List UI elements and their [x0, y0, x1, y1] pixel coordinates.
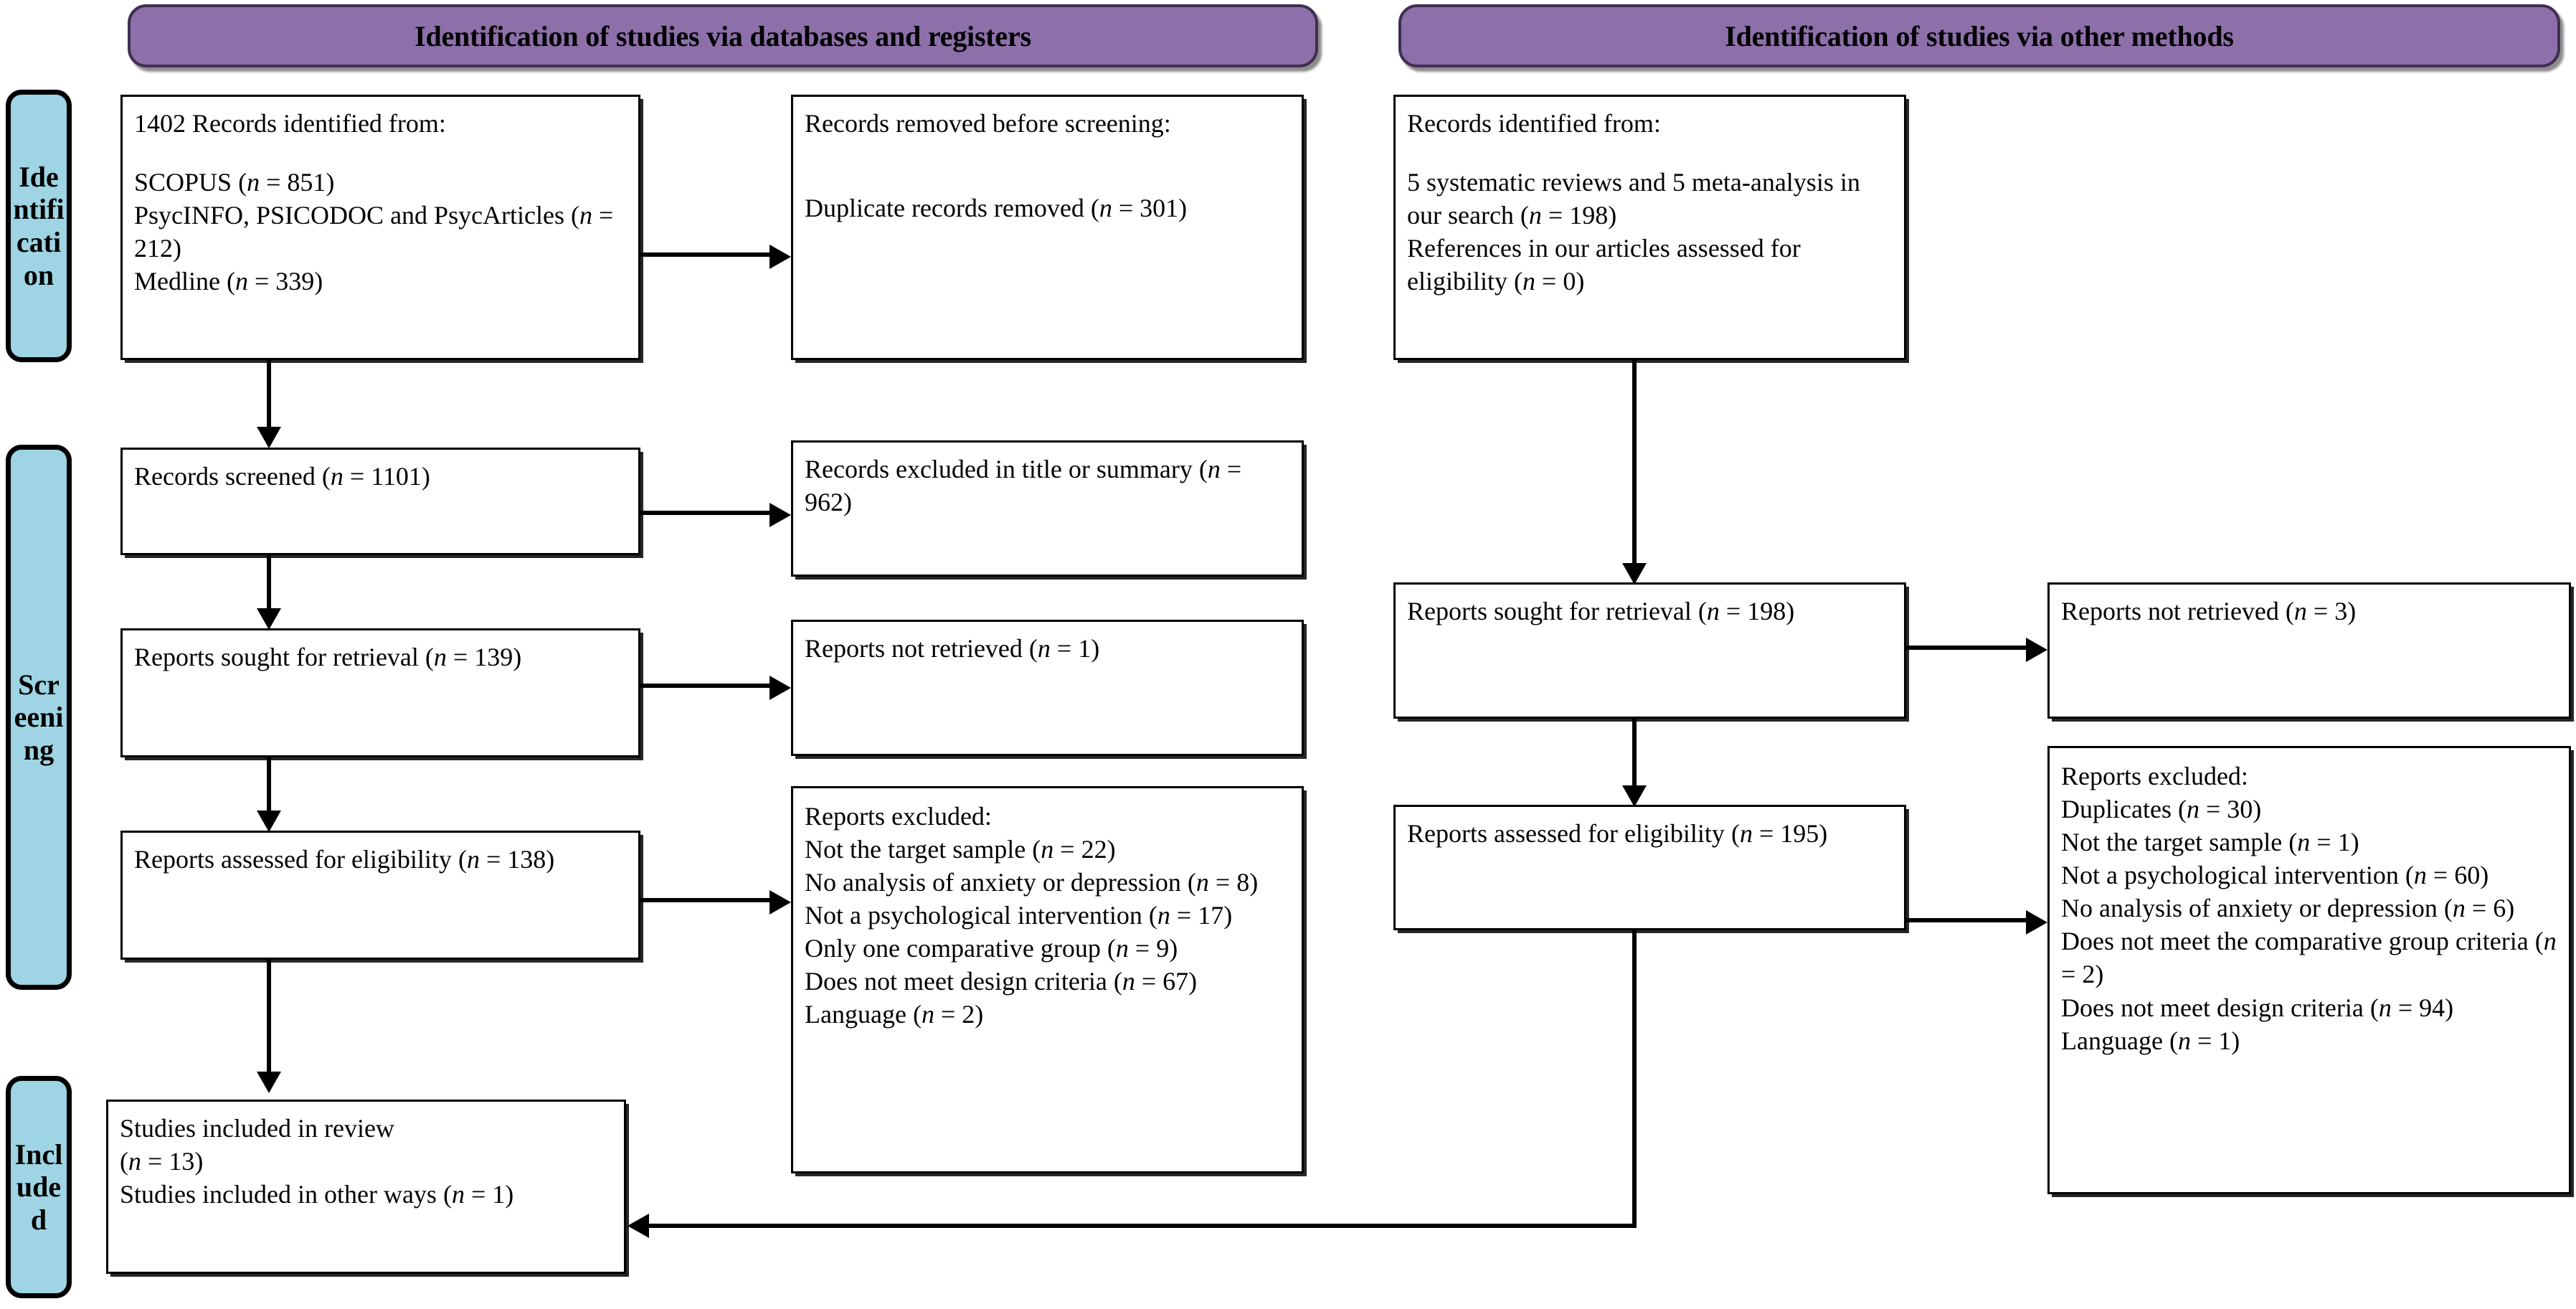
banner-other-methods-label: Identification of studies via other meth…	[1725, 19, 2234, 52]
connector-identified-to-screened	[267, 360, 271, 432]
reports-sought-right-text: Reports sought for retrieval (n = 198)	[1407, 597, 1795, 625]
stage-label-included-text: Included	[14, 1138, 63, 1236]
stage-label-identification-text: Identification	[13, 160, 65, 291]
box-reports-excluded-left: Reports excluded: Not the target sample …	[791, 786, 1304, 1173]
connector-assessed-to-excluded-left	[640, 898, 770, 902]
arrowhead-assessed-to-included-left	[257, 1072, 281, 1093]
box-studies-included: Studies included in review (n = 13) Stud…	[106, 1100, 626, 1274]
reports-excluded-left-item-4: Does not meet design criteria (n = 67)	[805, 967, 1198, 996]
banner-databases-registers: Identification of studies via databases …	[128, 4, 1318, 67]
reports-sought-left-text: Reports sought for retrieval (n = 139)	[134, 643, 522, 671]
records-identified-other-title: Records identified from:	[1407, 109, 1661, 138]
reports-excluded-right-title: Reports excluded:	[2061, 762, 2248, 790]
box-records-identified-databases: 1402 Records identified from: SCOPUS (n …	[120, 95, 640, 360]
connector-assessed-to-included-left	[267, 960, 271, 1074]
source-psycinfo: PsycINFO, PSICODOC and PsycArticles (n =…	[134, 201, 614, 263]
connector-screened-to-excluded	[640, 511, 770, 515]
reports-excluded-right-item-2: Not a psychological intervention (n = 60…	[2061, 861, 2489, 890]
reports-excluded-left-title: Reports excluded:	[805, 802, 992, 831]
arrowhead-identified-to-screened	[257, 427, 281, 448]
reports-excluded-left-item-5: Language (n = 2)	[805, 1000, 984, 1029]
reports-assessed-left-text: Reports assessed for eligibility (n = 13…	[134, 845, 555, 874]
connector-sought-to-assessed-left	[267, 757, 271, 815]
records-identified-title: 1402 Records identified from:	[134, 109, 446, 138]
arrowhead-sought-to-assessed-right	[1622, 785, 1647, 807]
arrowhead-assessed-to-excluded-left	[770, 890, 791, 915]
connector-sought-to-not-retrieved-right	[1906, 646, 2026, 650]
source-medline: Medline (n = 339)	[134, 267, 323, 296]
reports-excluded-left-item-1: No analysis of anxiety or depression (n …	[805, 868, 1259, 897]
source-systematic-reviews: 5 systematic reviews and 5 meta-analysis…	[1407, 168, 1860, 230]
banner-other-methods: Identification of studies via other meth…	[1398, 4, 2560, 67]
arrowhead-sought-to-assessed-left	[257, 811, 281, 832]
reports-excluded-right-item-6: Language (n = 1)	[2061, 1026, 2240, 1055]
box-reports-not-retrieved-left: Reports not retrieved (n = 1)	[791, 620, 1304, 756]
reports-assessed-right-text: Reports assessed for eligibility (n = 19…	[1407, 819, 1828, 848]
arrowhead-identified-to-sought-right	[1622, 563, 1647, 585]
stage-label-identification: Identification	[6, 90, 72, 362]
reports-excluded-right-item-0: Duplicates (n = 30)	[2061, 795, 2262, 824]
connector-sought-to-assessed-right	[1632, 719, 1637, 790]
records-excluded-text: Records excluded in title or summary (n …	[805, 455, 1242, 517]
connector-screened-to-sought	[267, 555, 271, 613]
reports-excluded-left-item-2: Not a psychological intervention (n = 17…	[805, 901, 1233, 930]
connector-identified-to-removed	[640, 252, 770, 257]
reports-excluded-right-item-5: Does not meet design criteria (n = 94)	[2061, 993, 2454, 1022]
box-reports-sought-retrieval-left: Reports sought for retrieval (n = 139)	[120, 628, 640, 757]
connector-sought-to-not-retrieved-left	[640, 684, 770, 688]
box-records-screened: Records screened (n = 1101)	[120, 448, 640, 555]
studies-included-other-ways: Studies included in other ways (n = 1)	[120, 1180, 514, 1209]
arrowhead-identified-to-removed	[770, 245, 791, 269]
arrowhead-right-to-included	[628, 1214, 649, 1238]
connector-identified-to-sought-right	[1632, 360, 1637, 568]
stage-label-screening: Screening	[6, 445, 72, 990]
box-reports-assessed-eligibility-left: Reports assessed for eligibility (n = 13…	[120, 831, 640, 960]
box-reports-assessed-eligibility-right: Reports assessed for eligibility (n = 19…	[1393, 805, 1906, 930]
connector-assessed-to-excluded-right	[1906, 918, 2026, 922]
connector-right-to-included-horizontal	[649, 1224, 1637, 1228]
box-reports-excluded-right: Reports excluded: Duplicates (n = 30) No…	[2047, 746, 2571, 1194]
records-screened-text: Records screened (n = 1101)	[134, 462, 430, 491]
stage-label-screening-text: Screening	[14, 668, 64, 766]
arrowhead-screened-to-sought	[257, 608, 281, 630]
studies-included-review: Studies included in review	[120, 1114, 394, 1143]
box-reports-not-retrieved-right: Reports not retrieved (n = 3)	[2047, 582, 2571, 719]
reports-excluded-right-item-4: Does not meet the comparative group crit…	[2061, 927, 2557, 989]
box-reports-sought-retrieval-right: Reports sought for retrieval (n = 198)	[1393, 582, 1906, 719]
reports-excluded-left-item-0: Not the target sample (n = 22)	[805, 835, 1116, 864]
studies-included-review-n: (n = 13)	[120, 1147, 204, 1176]
reports-excluded-left-item-3: Only one comparative group (n = 9)	[805, 934, 1178, 963]
connector-right-to-included-vertical	[1632, 930, 1637, 1228]
arrowhead-sought-to-not-retrieved-right	[2026, 638, 2047, 662]
source-references-articles: References in our articles assessed for …	[1407, 234, 1801, 296]
reports-not-retrieved-left-text: Reports not retrieved (n = 1)	[805, 634, 1100, 663]
records-removed-title: Records removed before screening:	[805, 109, 1171, 138]
duplicate-records-removed: Duplicate records removed (n = 301)	[805, 194, 1188, 223]
reports-excluded-right-item-1: Not the target sample (n = 1)	[2061, 828, 2359, 857]
stage-label-included: Included	[6, 1076, 72, 1298]
arrowhead-screened-to-excluded	[770, 503, 791, 527]
reports-excluded-right-item-3: No analysis of anxiety or depression (n …	[2061, 894, 2515, 923]
arrowhead-assessed-to-excluded-right	[2026, 910, 2047, 935]
box-records-identified-other-methods: Records identified from: 5 systematic re…	[1393, 95, 1906, 360]
reports-not-retrieved-right-text: Reports not retrieved (n = 3)	[2061, 597, 2357, 625]
box-records-removed-before-screening: Records removed before screening: Duplic…	[791, 95, 1304, 360]
arrowhead-sought-to-not-retrieved-left	[770, 676, 791, 700]
banner-databases-label: Identification of studies via databases …	[415, 19, 1031, 52]
source-scopus: SCOPUS (n = 851)	[134, 168, 335, 197]
box-records-excluded-title-summary: Records excluded in title or summary (n …	[791, 440, 1304, 577]
